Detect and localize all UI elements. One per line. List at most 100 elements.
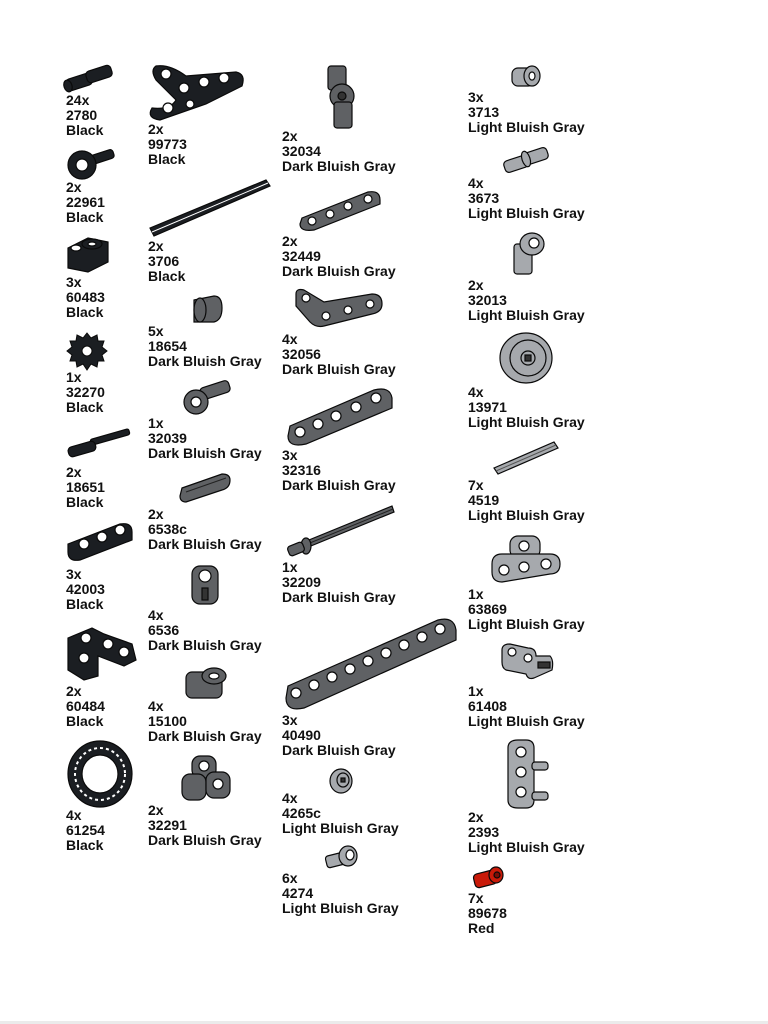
axle-with-stop-icon [287,505,395,557]
part-qty: 4x [148,698,164,714]
part-id: 99773 [148,136,187,152]
cross-block-3-icon [491,535,561,583]
axle-pin-icon [67,428,131,458]
part-color: Light Bluish Gray [468,205,585,221]
part-id: 6536 [148,622,180,638]
part-qty: 2x [66,179,82,195]
part-color: Light Bluish Gray [282,900,399,916]
page-footer-divider [0,1021,768,1024]
part-id: 32034 [282,143,321,159]
part-qty: 2x [468,809,484,825]
part-qty: 2x [282,233,298,249]
part-color: Black [66,304,104,320]
part-id: 4274 [282,885,314,901]
part-qty: 3x [66,274,82,290]
part-id: 89678 [468,905,507,921]
axle-connector-icon [183,380,231,415]
part-color: Dark Bluish Gray [148,637,262,653]
part-color: Dark Bluish Gray [148,536,262,552]
thick-liftarm-icon [67,237,109,273]
part-qty: 1x [468,683,484,699]
part-id: 32449 [282,248,321,264]
steering-arm-icon [507,739,549,809]
part-qty: 7x [468,890,484,906]
part-id: 13971 [468,399,507,415]
part-color: Dark Bluish Gray [148,728,262,744]
part-color: Dark Bluish Gray [282,263,396,279]
part-id: 2780 [66,107,98,123]
part-qty: 3x [282,712,298,728]
part-qty: 2x [66,464,82,480]
part-qty: 2x [66,683,82,699]
part-qty: 4x [66,807,82,823]
part-qty: 4x [468,384,484,400]
part-color: Dark Bluish Gray [148,353,262,369]
part-color: Black [66,122,104,138]
bush-icon [511,65,541,87]
part-id: 32316 [282,462,321,478]
pulley-wheel-icon [499,332,553,384]
part-qty: 2x [148,121,164,137]
t-beam-icon [67,627,137,681]
part-qty: 4x [282,331,298,347]
bush-small-icon [472,866,504,889]
part-id: 42003 [66,581,105,597]
axle-icon [493,441,559,475]
gear-icon [66,332,108,371]
part-id: 63869 [468,601,507,617]
part-id: 18654 [148,338,187,354]
bush-icon [329,768,353,794]
part-qty: 24x [66,92,90,108]
part-color: Black [148,268,186,284]
part-color: Dark Bluish Gray [282,361,396,377]
thin-liftarm-icon [299,191,381,231]
part-color: Light Bluish Gray [468,713,585,729]
part-id: 4265c [282,805,321,821]
part-qty: 4x [468,175,484,191]
part-color: Black [66,209,104,225]
beam-9-icon [285,618,457,710]
part-qty: 3x [66,566,82,582]
part-id: 32013 [468,292,507,308]
part-color: Light Bluish Gray [468,839,585,855]
beam-5-icon [287,388,393,446]
friction-pin-icon [63,64,113,93]
connector-beam-icon [501,643,554,680]
part-color: Light Bluish Gray [468,616,585,632]
part-qty: 1x [468,586,484,602]
part-color: Light Bluish Gray [468,414,585,430]
part-color: Black [66,713,104,729]
pin-hole-icon [185,667,227,699]
part-qty: 7x [468,477,484,493]
part-qty: 3x [468,89,484,105]
part-id: 32039 [148,430,187,446]
part-color: Dark Bluish Gray [148,832,262,848]
part-color: Dark Bluish Gray [282,158,396,174]
part-id: 32270 [66,384,105,400]
beam-1-icon [193,295,223,323]
part-id: 15100 [148,713,187,729]
double-cross-block-icon [181,755,231,801]
part-qty: 6x [282,870,298,886]
pin-connector-icon [67,149,115,180]
tire-icon [67,740,133,808]
part-color: Black [66,399,104,415]
part-qty: 1x [66,369,82,385]
liftarm-icon [67,523,133,561]
part-color: Black [66,596,104,612]
part-color: Dark Bluish Gray [148,445,262,461]
part-id: 60483 [66,289,105,305]
pin-half-icon [324,845,358,869]
part-color: Black [66,494,104,510]
part-id: 2393 [468,824,500,840]
part-color: Light Bluish Gray [468,119,585,135]
part-qty: 5x [148,323,164,339]
angle-connector-icon [513,232,545,275]
part-qty: 2x [148,238,164,254]
part-color: Black [66,837,104,853]
part-id: 60484 [66,698,105,714]
part-id: 61408 [468,698,507,714]
part-color: Light Bluish Gray [282,820,399,836]
part-id: 61254 [66,822,105,838]
part-id: 3706 [148,253,180,269]
